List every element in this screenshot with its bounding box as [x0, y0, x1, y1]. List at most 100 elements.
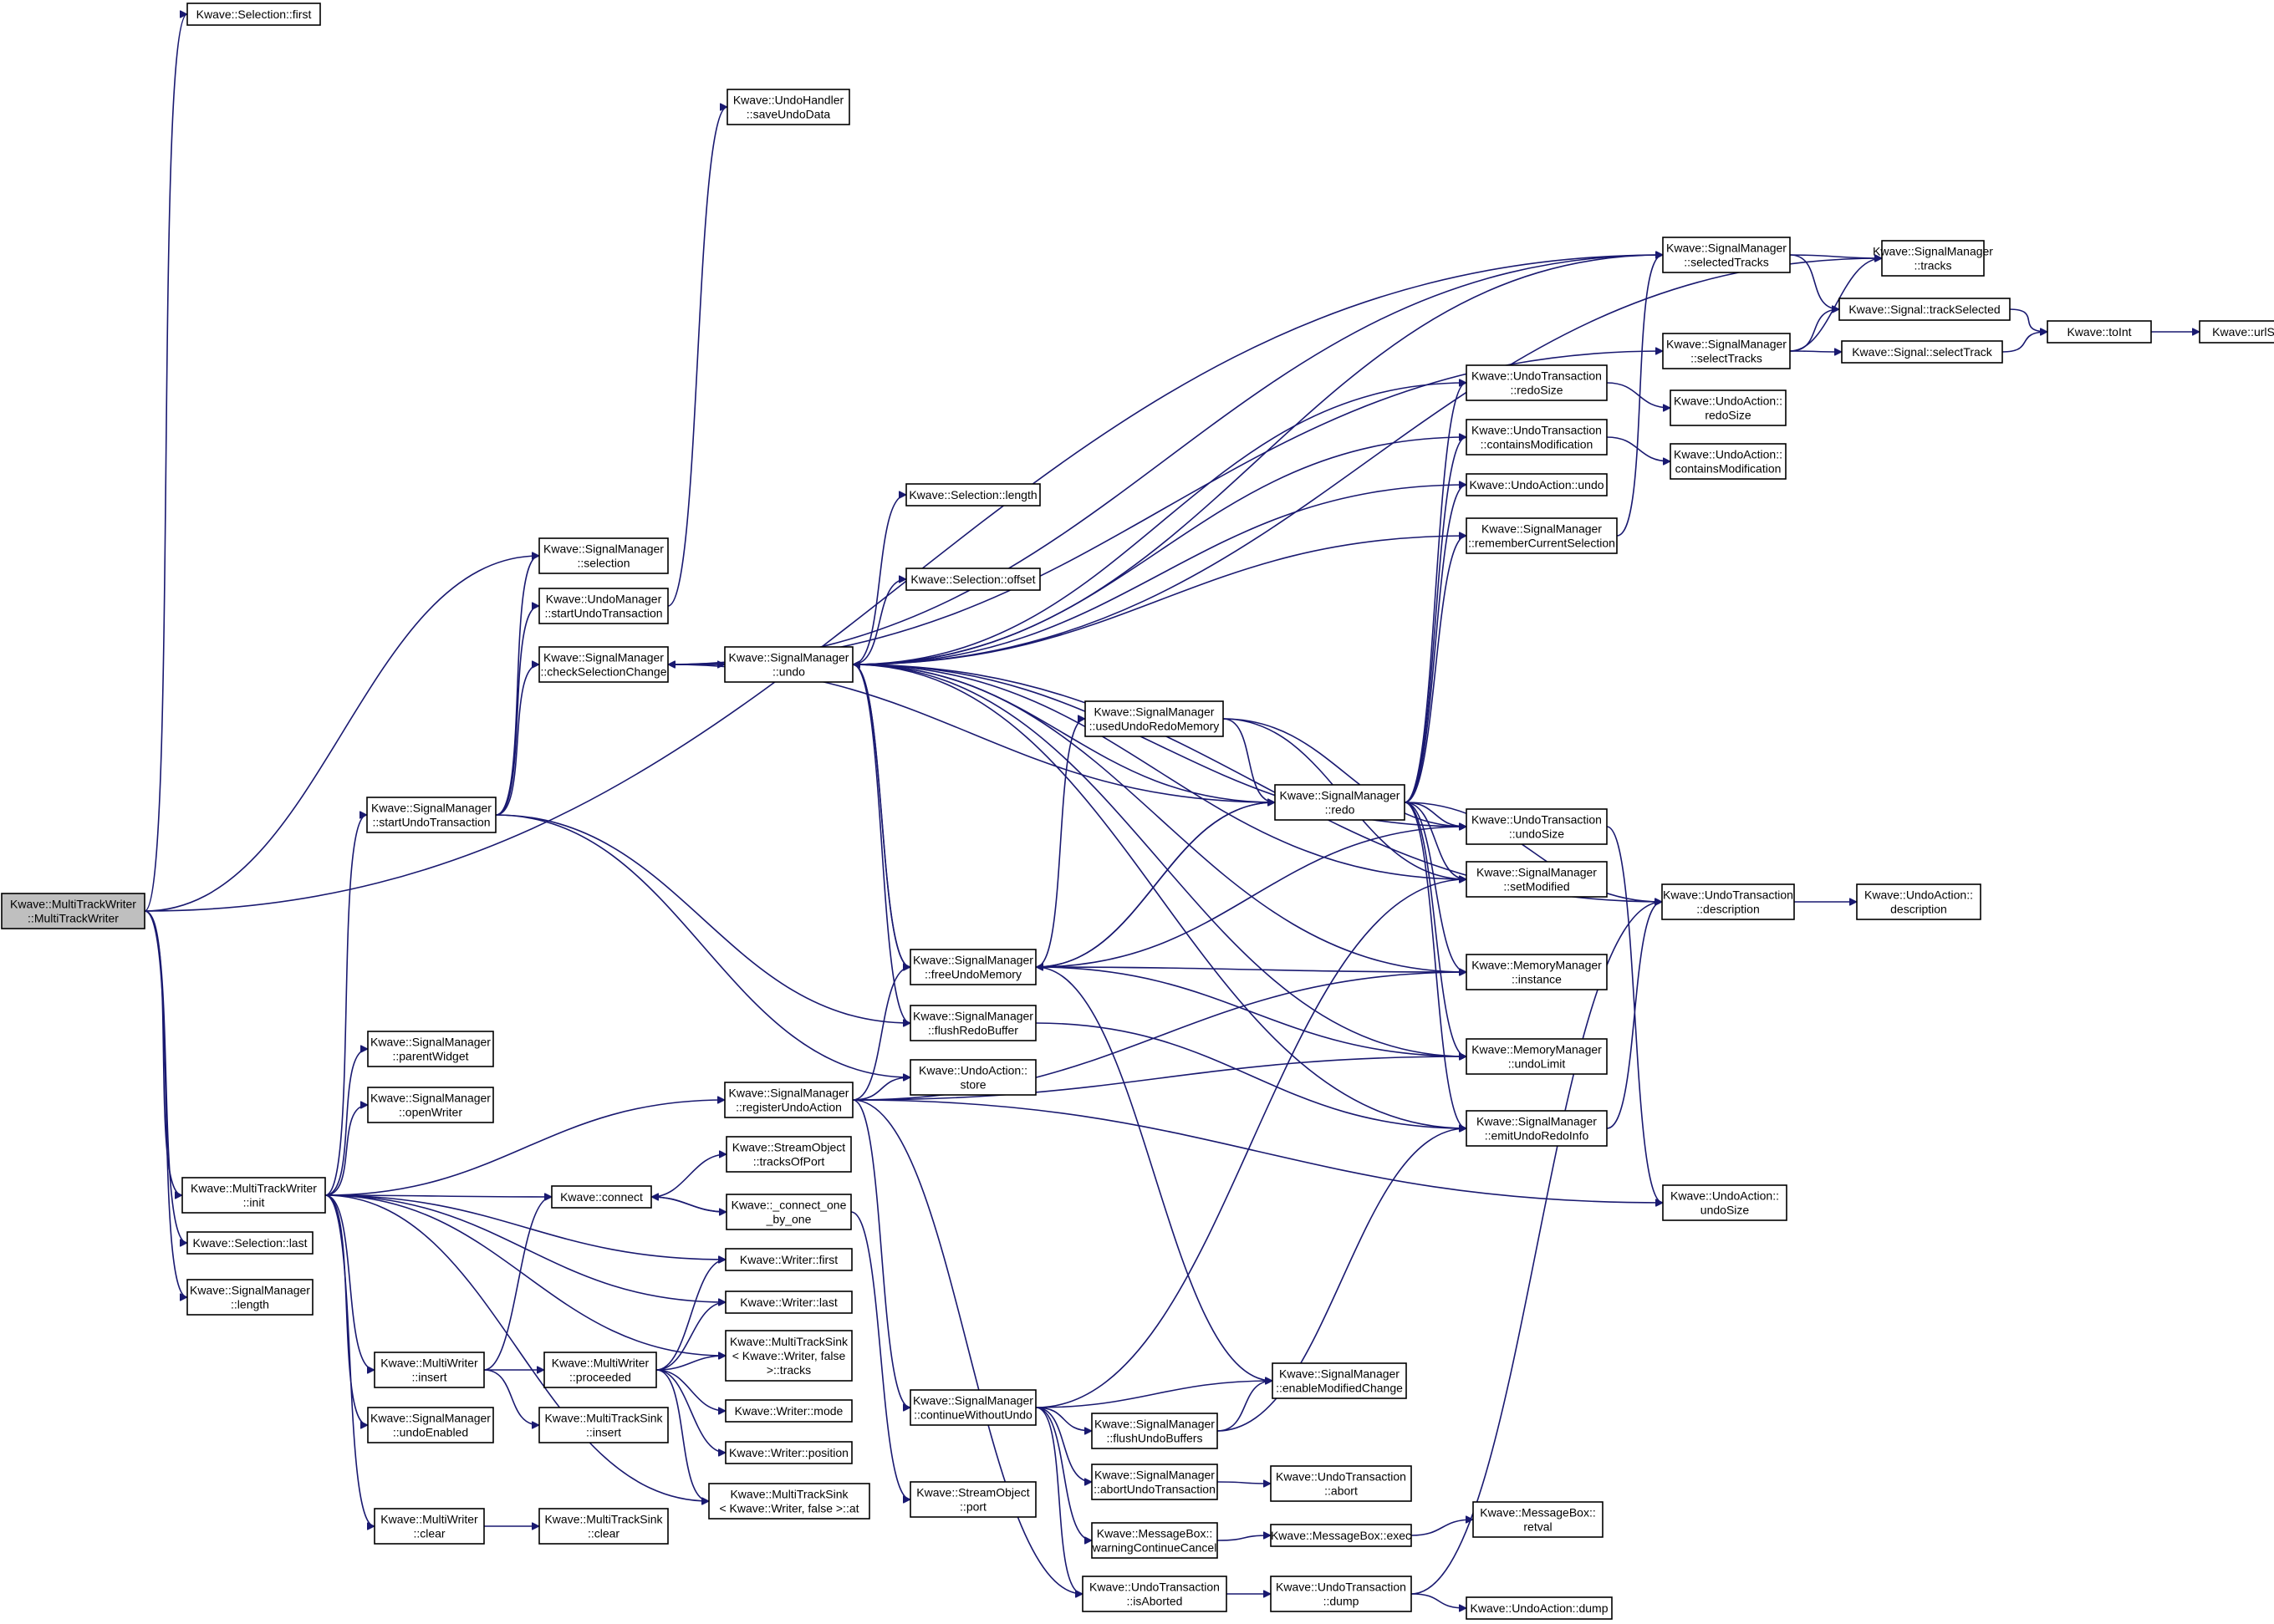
node-mts-insert[interactable]: Kwave::MultiTrackSink::insert: [538, 1407, 669, 1443]
node-ua-undo[interactable]: Kwave::UndoAction::undo: [1466, 473, 1608, 496]
node-ut-undoSize[interactable]: Kwave::UndoTransaction::undoSize: [1466, 808, 1608, 845]
node-ut-redoSize[interactable]: Kwave::UndoTransaction::redoSize: [1466, 364, 1608, 401]
node-sm-usedUndo[interactable]: Kwave::SignalManager::usedUndoRedoMemory: [1084, 700, 1224, 737]
node-sig-selectTrack[interactable]: Kwave::Signal::selectTrack: [1841, 340, 2003, 364]
node-connect[interactable]: Kwave::connect: [551, 1185, 652, 1209]
node-box: [1466, 808, 1608, 845]
node-sm-selectedTracks[interactable]: Kwave::SignalManager::selectedTracks: [1662, 237, 1791, 273]
node-sel-last[interactable]: Kwave::Selection::last: [186, 1231, 314, 1255]
edge-mtw-init-to-sm-register: [324, 1100, 725, 1196]
node-root[interactable]: Kwave::MultiTrackWriter::MultiTrackWrite…: [1, 893, 145, 929]
node-so-port[interactable]: Kwave::StreamObject::port: [910, 1481, 1037, 1518]
node-box: [1272, 1362, 1407, 1399]
node-urlScheme[interactable]: Kwave::urlScheme: [2199, 320, 2274, 344]
node-mm-undoLimit[interactable]: Kwave::MemoryManager::undoLimit: [1466, 1038, 1608, 1075]
node-label: Kwave::Signal::trackSelected: [1848, 303, 2000, 316]
node-sm-abortUndo[interactable]: Kwave::SignalManager::abortUndoTransacti…: [1091, 1464, 1218, 1500]
node-label: ::abortUndoTransaction: [1094, 1483, 1216, 1496]
node-mb-retval[interactable]: Kwave::MessageBox::retval: [1472, 1501, 1604, 1538]
node-w-mode[interactable]: Kwave::Writer::mode: [725, 1399, 853, 1423]
node-sm-flushUndoBuf[interactable]: Kwave::SignalManager::flushUndoBuffers: [1091, 1413, 1218, 1449]
node-connect-one[interactable]: Kwave::_connect_one_by_one: [726, 1194, 852, 1230]
node-sm-register[interactable]: Kwave::SignalManager::registerUndoAction: [724, 1082, 854, 1118]
node-label: Kwave::SignalManager: [729, 651, 849, 664]
node-sm-selection[interactable]: Kwave::SignalManager::selection: [538, 537, 669, 574]
node-label: Kwave::MemoryManager: [1471, 1043, 1602, 1056]
node-ua-redoSize[interactable]: Kwave::UndoAction::redoSize: [1670, 389, 1787, 426]
node-label: Kwave::MultiTrackWriter: [191, 1182, 317, 1195]
node-ut-isAborted[interactable]: Kwave::UndoTransaction::isAborted: [1082, 1576, 1227, 1612]
node-um-start[interactable]: Kwave::UndoManager::startUndoTransaction: [538, 588, 669, 624]
node-mw-proceeded[interactable]: Kwave::MultiWriter::proceeded: [543, 1352, 657, 1388]
node-ut-description[interactable]: Kwave::UndoTransaction::description: [1661, 883, 1795, 920]
node-label: ::clear: [413, 1527, 445, 1540]
node-sel-length[interactable]: Kwave::Selection::length: [905, 483, 1041, 507]
node-toInt[interactable]: Kwave::toInt: [2047, 320, 2152, 344]
node-sm-setModified[interactable]: Kwave::SignalManager::setModified: [1466, 861, 1608, 898]
node-sel-first[interactable]: Kwave::Selection::first: [186, 3, 321, 26]
node-w-first[interactable]: Kwave::Writer::first: [725, 1248, 853, 1271]
node-label: ::flushUndoBuffers: [1107, 1432, 1203, 1445]
node-sm-start[interactable]: Kwave::SignalManager::startUndoTransacti…: [366, 797, 497, 833]
node-box: [1466, 954, 1608, 990]
node-sm-tracks[interactable]: Kwave::SignalManager::tracks: [1873, 240, 1993, 277]
node-label: Kwave::UndoTransaction: [1471, 424, 1602, 437]
node-sm-redo[interactable]: Kwave::SignalManager::redo: [1274, 784, 1405, 821]
node-label: Kwave::MultiWriter: [552, 1357, 650, 1370]
node-label: Kwave::MultiTrackSink: [730, 1335, 849, 1348]
node-label: ::continueWithoutUndo: [914, 1408, 1032, 1422]
edge-ut-dump-to-ua-dump: [1410, 1593, 1466, 1608]
node-label: Kwave::StreamObject: [916, 1486, 1029, 1499]
node-mw-insert[interactable]: Kwave::MultiWriter::insert: [374, 1352, 485, 1388]
edge-sm-register-to-mm-undoLimit: [852, 1056, 1466, 1101]
node-mts-clear[interactable]: Kwave::MultiTrackSink::clear: [538, 1508, 669, 1545]
node-w-last[interactable]: Kwave::Writer::last: [725, 1291, 853, 1314]
node-mm-instance[interactable]: Kwave::MemoryManager::instance: [1466, 954, 1608, 990]
node-sm-remember[interactable]: Kwave::SignalManager::rememberCurrentSel…: [1466, 517, 1618, 554]
node-so-tracksOfPort[interactable]: Kwave::StreamObject::tracksOfPort: [726, 1136, 852, 1173]
node-label: ::startUndoTransaction: [372, 816, 490, 829]
node-sm-continue[interactable]: Kwave::SignalManager::continueWithoutUnd…: [910, 1389, 1037, 1426]
node-label: store: [960, 1078, 986, 1092]
node-sm-emitUndoRedo[interactable]: Kwave::SignalManager::emitUndoRedoInfo: [1466, 1110, 1608, 1147]
node-label: ::selection: [577, 557, 630, 570]
node-sel-offset[interactable]: Kwave::Selection::offset: [905, 568, 1041, 591]
node-ut-dump[interactable]: Kwave::UndoTransaction::dump: [1270, 1576, 1412, 1612]
node-mts-tracks[interactable]: Kwave::MultiTrackSink< Kwave::Writer, fa…: [725, 1330, 853, 1382]
node-sm-flushRedo[interactable]: Kwave::SignalManager::flushRedoBuffer: [910, 1005, 1037, 1041]
node-sm-parent[interactable]: Kwave::SignalManager::parentWidget: [367, 1031, 494, 1067]
node-ua-store[interactable]: Kwave::UndoAction::store: [910, 1059, 1037, 1096]
node-sm-enableMod[interactable]: Kwave::SignalManager::enableModifiedChan…: [1272, 1362, 1407, 1399]
node-ua-dump[interactable]: Kwave::UndoAction::dump: [1466, 1596, 1613, 1620]
node-sm-freeUndo[interactable]: Kwave::SignalManager::freeUndoMemory: [910, 949, 1037, 985]
node-mw-clear[interactable]: Kwave::MultiWriter::clear: [374, 1508, 485, 1545]
node-ut-containsMod[interactable]: Kwave::UndoTransaction::containsModifica…: [1466, 419, 1608, 456]
node-sm-length[interactable]: Kwave::SignalManager::length: [186, 1279, 314, 1316]
edge-sm-undo-to-ut-redoSize: [852, 383, 1466, 665]
edge-sm-selectTracks-to-sig-trackSelected: [1789, 309, 1839, 352]
node-w-position[interactable]: Kwave::Writer::position: [725, 1441, 853, 1464]
node-uh-save[interactable]: Kwave::UndoHandler::saveUndoData: [727, 89, 850, 125]
node-sm-undo[interactable]: Kwave::SignalManager::undo: [724, 646, 854, 683]
node-ut-abort[interactable]: Kwave::UndoTransaction::abort: [1270, 1465, 1412, 1502]
edge-sm-undo-to-sel-length: [852, 495, 907, 665]
node-mtw-init[interactable]: Kwave::MultiTrackWriter::init: [181, 1177, 326, 1214]
node-label: Kwave::SignalManager: [371, 802, 492, 815]
node-ua-description[interactable]: Kwave::UndoAction::description: [1856, 883, 1981, 920]
node-ua-containsMod[interactable]: Kwave::UndoAction::containsModification: [1670, 443, 1787, 480]
node-box: [1472, 1501, 1604, 1538]
node-mts-at[interactable]: Kwave::MultiTrackSink< Kwave::Writer, fa…: [708, 1483, 870, 1520]
edge-sm-undo-to-sm-flushRedo: [852, 664, 911, 1023]
edge-root-to-sel-first: [144, 14, 188, 912]
edge-sm-undo-to-sm-tracks: [852, 258, 1882, 665]
node-sig-trackSelected[interactable]: Kwave::Signal::trackSelected: [1838, 298, 2011, 321]
node-box: [910, 1005, 1037, 1041]
node-mb-warning[interactable]: Kwave::MessageBox::warningContinueCancel: [1091, 1522, 1218, 1559]
node-sm-check[interactable]: Kwave::SignalManager::checkSelectionChan…: [538, 646, 669, 683]
node-ua-undoSize[interactable]: Kwave::UndoAction::undoSize: [1662, 1184, 1787, 1221]
node-sm-undoEnabled[interactable]: Kwave::SignalManager::undoEnabled: [367, 1407, 494, 1443]
node-box: [374, 1508, 485, 1545]
node-mb-exec[interactable]: Kwave::MessageBox::exec: [1270, 1524, 1412, 1547]
node-sm-selectTracks[interactable]: Kwave::SignalManager::selectTracks: [1662, 333, 1791, 369]
node-sm-open[interactable]: Kwave::SignalManager::openWriter: [367, 1087, 494, 1123]
